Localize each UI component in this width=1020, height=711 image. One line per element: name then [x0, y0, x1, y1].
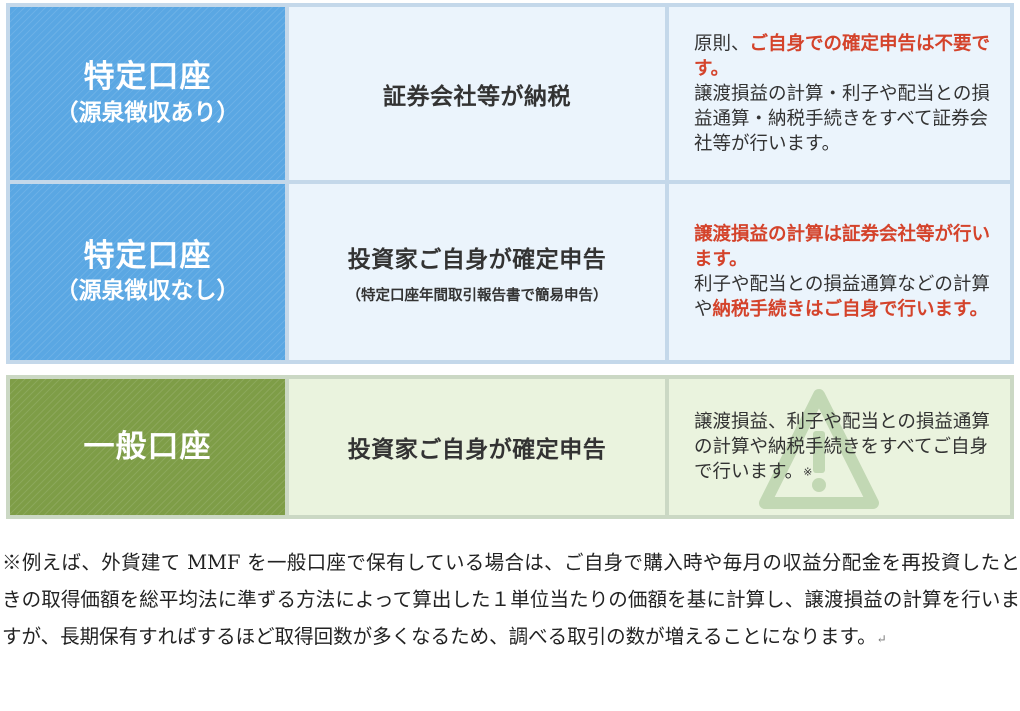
footnote-text: ※例えば、外貨建て MMF を一般口座で保有している場合は、ご自身で購入時や毎月… [2, 551, 1020, 648]
description-cell: 譲渡損益、利子や配当との損益通算の計算や納税手続きをすべてご自身で行います。※ [669, 379, 1010, 515]
account-type-subtitle: （源泉徴収あり） [55, 99, 240, 126]
description-highlight: ご自身での確定申告は不要です。 [694, 33, 991, 79]
general-account-table: 一般口座 投資家ご自身が確定申告 譲渡損益、利子や配当との損益通算の計算や納税手… [6, 375, 1014, 519]
footnote-paragraph: ※例えば、外貨建て MMF を一般口座で保有している場合は、ご自身で購入時や毎月… [2, 544, 1020, 658]
footnote-mark: ※ [803, 465, 813, 479]
description-part: 原則、 [694, 33, 750, 54]
description-highlight: 譲渡損益の計算は証券会社等が行います。 [694, 224, 991, 270]
tax-method-label: 投資家ご自身が確定申告 [347, 246, 607, 273]
description-part: 譲渡損益、利子や配当との損益通算の計算や納税手続きをすべてご自身で行います。 [694, 411, 990, 483]
tax-method-cell: 証券会社等が納税 [289, 7, 665, 180]
description-cell: 原則、ご自身での確定申告は不要です。譲渡損益の計算・利子や配当との損益通算・納税… [669, 7, 1010, 180]
caution-triangle-icon [759, 389, 879, 509]
specific-account-table: 特定口座 （源泉徴収あり） 証券会社等が納税 原則、ご自身での確定申告は不要です… [6, 3, 1014, 364]
description-part: 利子や配当との損益通算などの計算や [694, 274, 990, 320]
description-part: 譲渡損益の計算・利子や配当との損益通算・納税手続きをすべて証券会社等が行います。 [694, 83, 990, 154]
description-highlight: 納税手続きはご自身で行います。 [712, 299, 989, 320]
account-type-title: 特定口座 [83, 59, 212, 96]
description-text: 譲渡損益の計算は証券会社等が行います。利子や配当との損益通算などの計算や納税手続… [694, 222, 996, 322]
tax-method-cell: 投資家ご自身が確定申告 （特定口座年間取引報告書で簡易申告） [289, 184, 665, 360]
description-text: 譲渡損益、利子や配当との損益通算の計算や納税手続きをすべてご自身で行います。※ [694, 410, 996, 485]
description-text: 原則、ご自身での確定申告は不要です。譲渡損益の計算・利子や配当との損益通算・納税… [694, 31, 996, 156]
account-type-header-general: 一般口座 [10, 379, 285, 515]
tax-method-label: 証券会社等が納税 [383, 83, 571, 110]
tax-method-cell: 投資家ご自身が確定申告 [289, 379, 665, 515]
tax-method-label: 投資家ご自身が確定申告 [347, 437, 607, 463]
paragraph-mark-icon: ↵ [876, 632, 887, 646]
description-cell: 譲渡損益の計算は証券会社等が行います。利子や配当との損益通算などの計算や納税手続… [669, 184, 1010, 360]
tax-method-note: （特定口座年間取引報告書で簡易申告） [346, 287, 608, 304]
account-type-title: 一般口座 [83, 428, 212, 465]
account-type-header-no-withholding: 特定口座 （源泉徴収なし） [10, 184, 285, 360]
account-type-subtitle: （源泉徴収なし） [55, 278, 240, 305]
account-type-title: 特定口座 [83, 237, 212, 274]
account-type-header-withholding: 特定口座 （源泉徴収あり） [10, 7, 285, 180]
